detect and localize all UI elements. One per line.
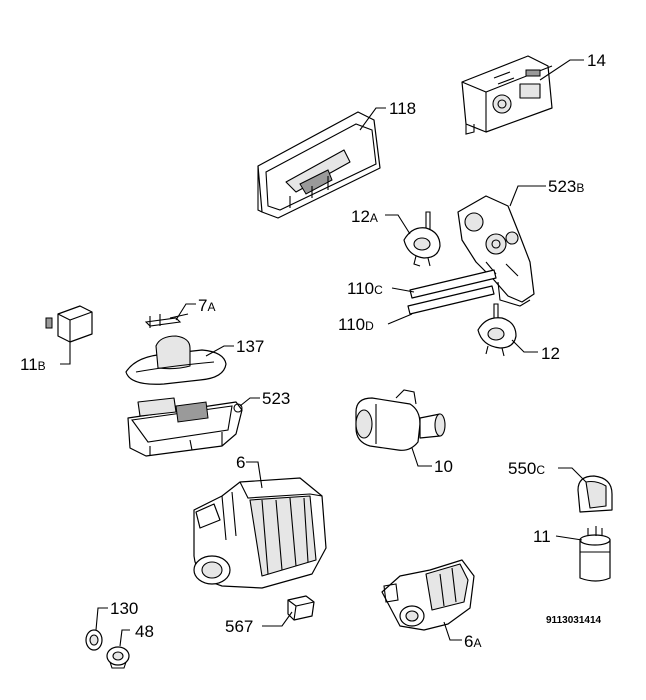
svg-text:110C: 110C — [347, 279, 383, 298]
svg-text:12A: 12A — [351, 207, 378, 226]
leader-130 — [95, 607, 108, 631]
label-12: 12 — [541, 344, 560, 363]
leader-523 — [239, 397, 260, 407]
label-523b: 523B — [548, 177, 584, 196]
label-523: 523 — [262, 389, 290, 408]
part-567-block — [287, 595, 315, 621]
part-523b-bracket — [457, 195, 535, 307]
part-6-pump — [193, 477, 327, 589]
label-137: 137 — [236, 337, 264, 356]
leader-14 — [539, 59, 584, 81]
leader-10 — [411, 447, 432, 467]
label-110c: 110C — [347, 279, 383, 298]
leader-550c — [558, 467, 587, 483]
leader-6a — [443, 621, 462, 641]
part-110d-tube — [407, 285, 495, 315]
svg-text:110D: 110D — [338, 315, 374, 334]
leader-567 — [262, 611, 293, 627]
label-14: 14 — [587, 51, 606, 70]
label-110d: 110D — [338, 315, 374, 334]
label-11: 11 — [533, 527, 551, 546]
part-110c-tube — [409, 269, 497, 299]
label-130: 130 — [110, 599, 138, 618]
leader-6 — [246, 461, 263, 489]
leader-48 — [119, 629, 130, 647]
svg-text:550C: 550C — [508, 459, 545, 478]
part-6a-drain-pump — [381, 559, 475, 631]
drawing-code: 9113031414 — [546, 615, 602, 626]
svg-text:11B: 11B — [20, 355, 46, 374]
label-6a: 6A — [464, 632, 481, 651]
leader-110c — [391, 287, 415, 293]
part-137-cover — [125, 335, 227, 385]
leader-523b — [509, 185, 546, 207]
part-11-capacitor — [579, 526, 611, 582]
svg-text:523B: 523B — [548, 177, 584, 196]
label-12a: 12A — [351, 207, 378, 226]
label-11b: 11B — [20, 355, 46, 374]
leader-11 — [555, 535, 583, 541]
part-130-washer — [85, 629, 103, 651]
label-118: 118 — [389, 99, 416, 118]
label-550c: 550C — [508, 459, 545, 478]
part-12a-pressure-switch — [403, 211, 441, 267]
part-118-housing — [257, 111, 381, 219]
svg-text:6A: 6A — [464, 632, 481, 651]
leader-118 — [359, 107, 386, 131]
label-48: 48 — [135, 622, 154, 641]
leader-11b — [60, 342, 71, 365]
part-550c-cap — [577, 475, 613, 513]
label-10: 10 — [434, 457, 453, 476]
svg-text:7A: 7A — [198, 296, 215, 315]
label-7a: 7A — [198, 296, 215, 315]
part-12-pressure-switch — [477, 303, 517, 357]
leader-137 — [205, 345, 234, 357]
leader-12a — [385, 214, 411, 235]
leader-7a — [175, 303, 196, 321]
leader-110d — [387, 313, 413, 325]
part-48-screw — [106, 646, 130, 669]
label-6: 6 — [236, 453, 245, 472]
part-523-tub — [127, 397, 243, 457]
label-567: 567 — [225, 617, 253, 636]
part-11b-relay — [45, 305, 93, 343]
part-7a-clip — [144, 313, 189, 328]
part-10-valve — [355, 389, 446, 451]
leader-12 — [511, 339, 538, 353]
part-14-control-module — [461, 55, 553, 135]
